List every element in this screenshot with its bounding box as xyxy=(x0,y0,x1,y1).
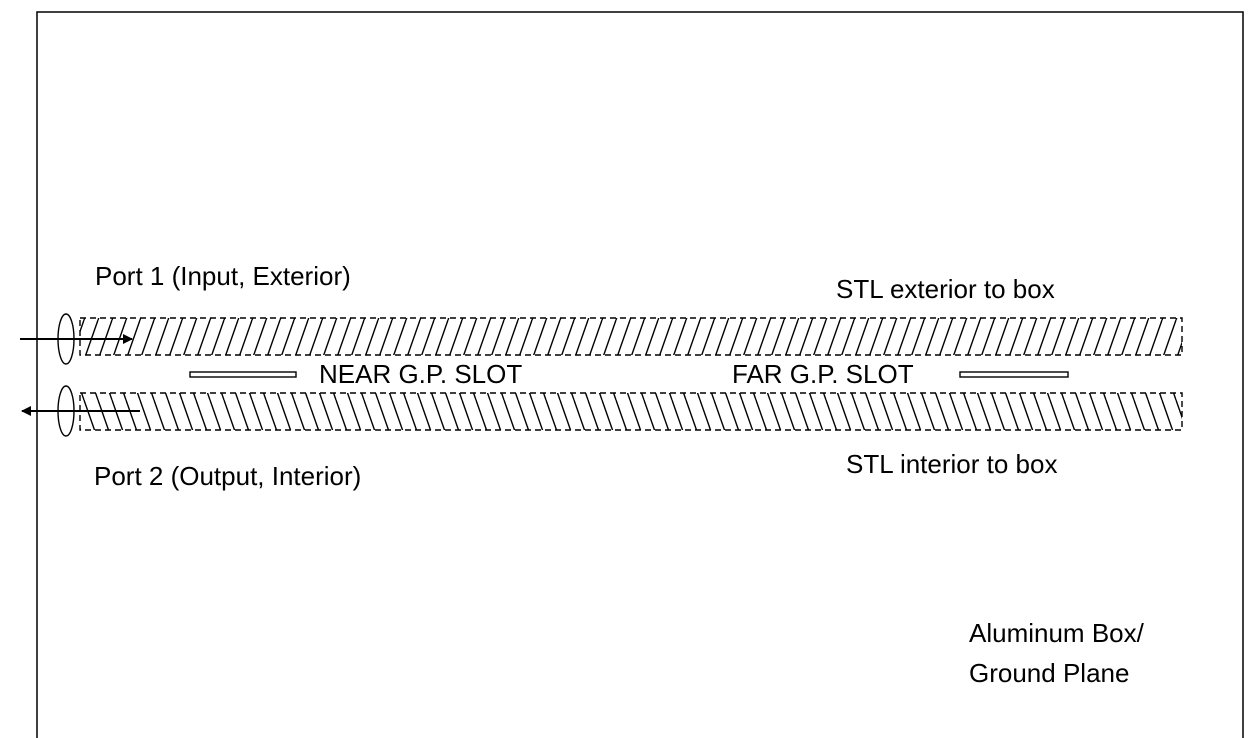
box-label-line2: Ground Plane xyxy=(969,658,1129,688)
stl-interior-strip xyxy=(79,392,1183,431)
near-slot-label: NEAR G.P. SLOT xyxy=(319,359,522,389)
port1-label: Port 1 (Input, Exterior) xyxy=(95,261,351,291)
stl-exterior-label: STL exterior to box xyxy=(836,274,1055,304)
far-slot-label: FAR G.P. SLOT xyxy=(732,359,914,389)
stl-interior-label: STL interior to box xyxy=(846,449,1057,479)
box-label-line1: Aluminum Box/ xyxy=(969,618,1145,648)
stl-exterior-strip xyxy=(79,317,1183,356)
aluminum-box-outline xyxy=(36,11,1244,738)
near-slot-symbol xyxy=(189,371,297,378)
port2-label: Port 2 (Output, Interior) xyxy=(94,461,361,491)
far-slot-symbol xyxy=(959,371,1069,378)
